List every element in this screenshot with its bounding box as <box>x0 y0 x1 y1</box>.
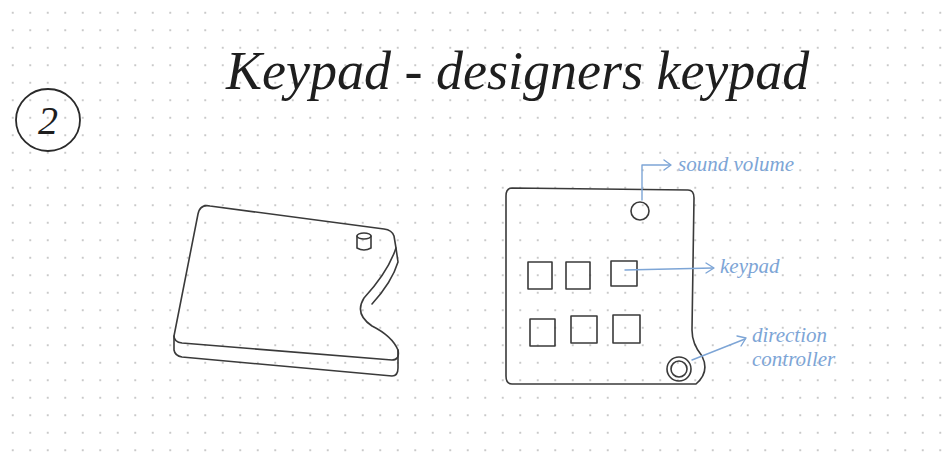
sound-volume-knob <box>631 202 649 220</box>
arrow-head <box>706 263 714 273</box>
leader-line <box>625 268 713 270</box>
title: Keypad - designers keypad <box>226 40 809 102</box>
callout-number: 2 <box>38 97 58 144</box>
keypad-body-side-right <box>372 248 398 304</box>
key <box>528 262 552 289</box>
leader-line <box>642 165 670 200</box>
leader-line <box>692 339 745 360</box>
key <box>571 316 597 343</box>
keypad-body-side <box>174 336 398 376</box>
key <box>566 262 590 289</box>
knob-top <box>357 233 371 239</box>
circle-outline <box>16 89 80 151</box>
keypad-front-outline <box>506 188 705 384</box>
key <box>530 319 555 346</box>
callout-label: sound volume <box>678 152 794 176</box>
callout-circle: 2 <box>14 86 82 154</box>
knob-side <box>357 236 371 250</box>
keypad-body-top <box>174 206 398 360</box>
direction-controller <box>667 357 691 381</box>
key <box>611 261 637 286</box>
arrow-head <box>737 336 746 346</box>
callout-label: keypad <box>720 254 779 278</box>
arrow-head <box>664 160 671 170</box>
callout-label: direction controller <box>752 323 860 371</box>
direction-controller-inner <box>671 361 687 377</box>
key <box>613 315 640 343</box>
